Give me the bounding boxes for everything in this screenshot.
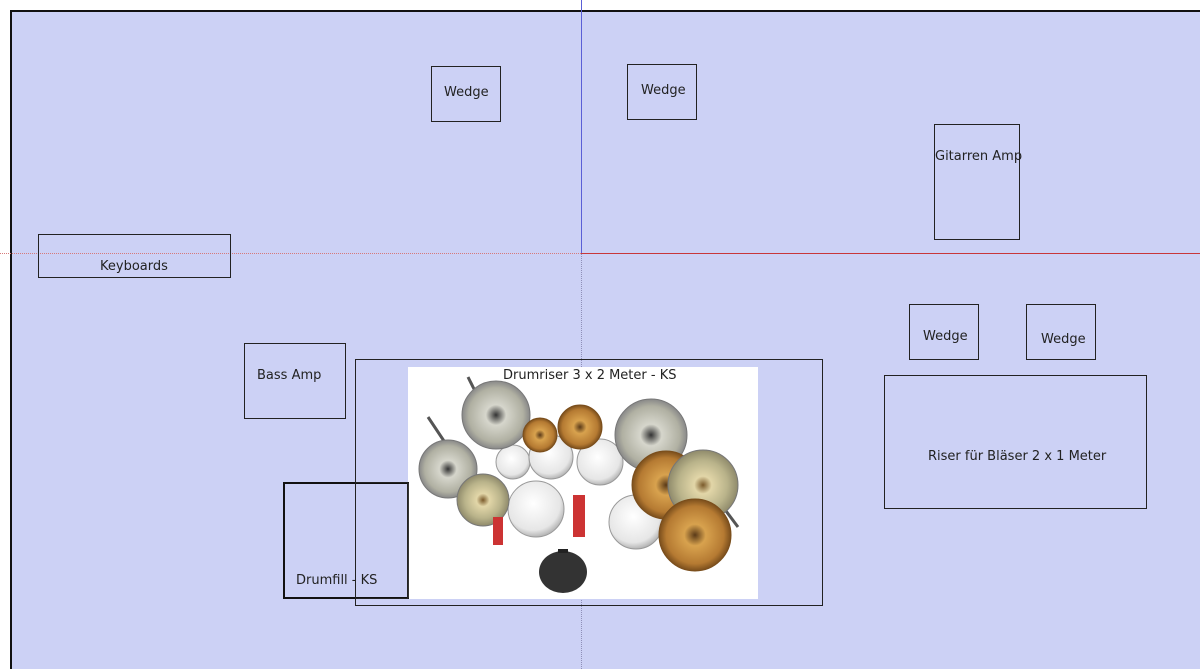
horn-riser-box[interactable]: Riser für Bläser 2 x 1 Meter (884, 375, 1147, 509)
wedge-box-3[interactable]: Wedge (909, 304, 979, 360)
guitar-amp-box[interactable]: Gitarren Amp (934, 124, 1023, 240)
drumfill-overlap-box (355, 482, 408, 599)
wedge-box-4[interactable]: Wedge (1026, 304, 1096, 360)
wedge-label-4: Wedge (1041, 332, 1086, 347)
green-axis-line (581, 0, 582, 253)
wedge-label-2: Wedge (641, 83, 686, 98)
keyboards-label: Keyboards (100, 259, 168, 274)
wedge-box-1[interactable]: Wedge (431, 66, 501, 122)
red-axis-line (581, 253, 1200, 254)
wedge-box-2[interactable]: Wedge (627, 64, 697, 120)
drumfill-box[interactable] (283, 482, 409, 599)
guitar-amp-label: Gitarren Amp (935, 149, 1023, 164)
wedge-label-1: Wedge (444, 85, 489, 100)
bass-amp-label: Bass Amp (257, 368, 322, 383)
keyboards-box[interactable]: Keyboards (38, 234, 231, 278)
drumfill-label: Drumfill - KS (296, 573, 378, 588)
bass-amp-box[interactable]: Bass Amp (244, 343, 346, 419)
wedge-label-3: Wedge (923, 329, 968, 344)
drumriser-label: Drumriser 3 x 2 Meter - KS (503, 368, 677, 383)
drum-kit-icon (418, 376, 740, 593)
drum-kit-image (408, 367, 758, 599)
red-axis-hidden (0, 253, 581, 254)
horn-riser-label: Riser für Bläser 2 x 1 Meter (928, 449, 1107, 464)
